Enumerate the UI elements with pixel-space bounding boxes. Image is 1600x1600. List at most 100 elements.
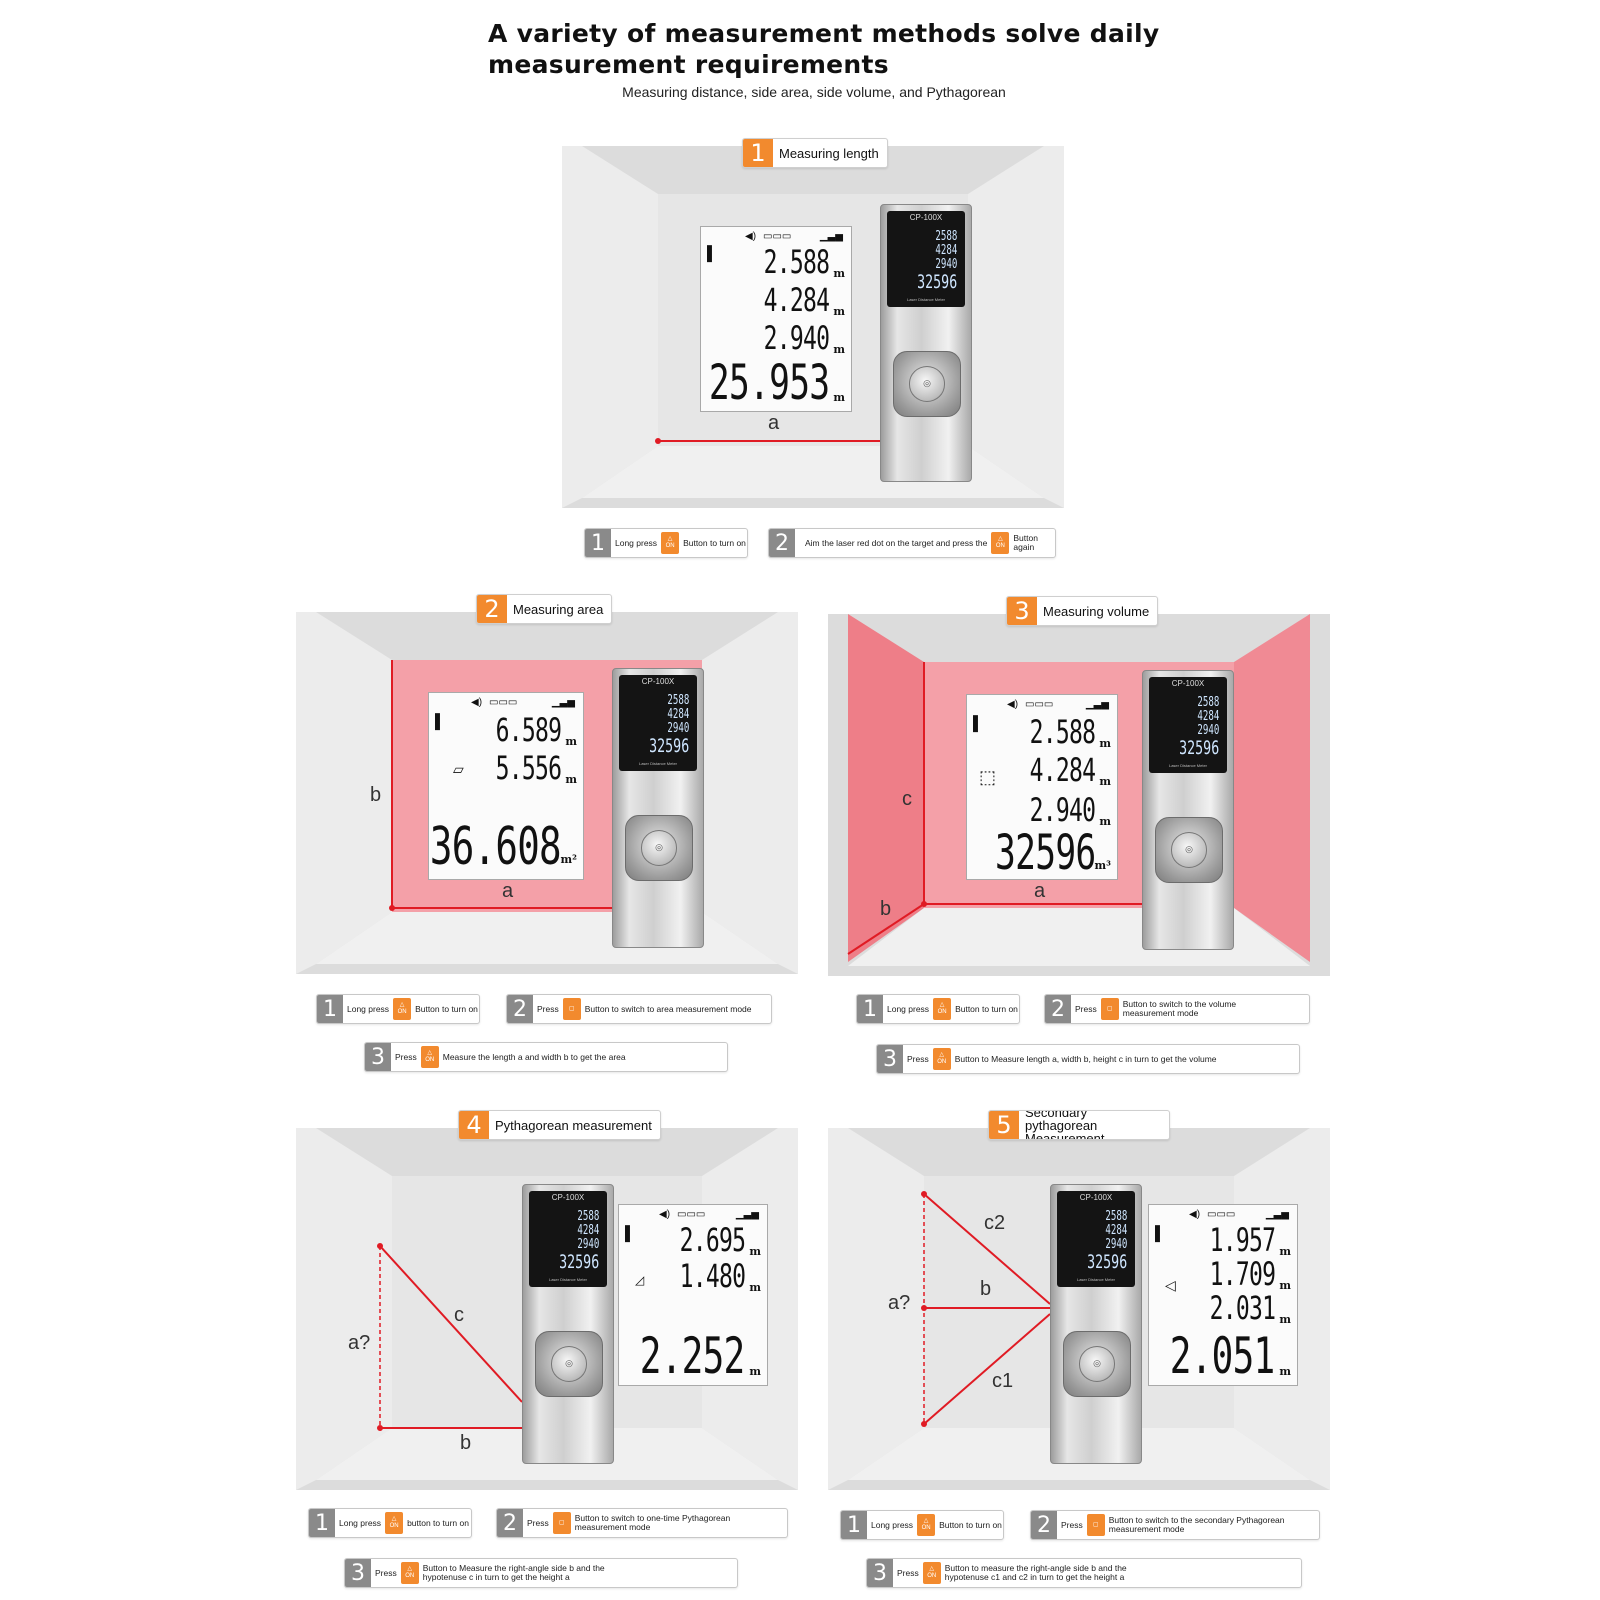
pythagorean-title-tag: 4 Pythagorean measurement — [458, 1110, 661, 1140]
measure-button[interactable]: ◎ — [1078, 1346, 1116, 1382]
secondary-reading-3: 2.031 — [1209, 1289, 1275, 1327]
pythagorean-scene: a? b c CP-100X 2588 4284 2940 32596 Lase… — [296, 1128, 798, 1490]
power-button-icon: △ON — [661, 532, 680, 554]
power-button-icon: △ON — [400, 1562, 419, 1584]
area-lcd-display: ◀) ▭▭▭ ▁▃▅ ▌ ▱ 6.589 m 5.556 m 36.608 m² — [428, 692, 584, 880]
battery-icon: ▭▭▭ — [1025, 699, 1054, 710]
mini-reading-4: 32596 — [916, 271, 957, 293]
secondary-label-a: a? — [888, 1292, 911, 1314]
secondary-lcd-display: ◀) ▭▭▭ ▁▃▅ ▌ ◁ 1.957 m 1.709 m 2.031 m 2… — [1148, 1204, 1298, 1386]
length-unit-1: m — [833, 267, 845, 280]
pythagorean-step-2: 2 Press ▢ Button to switch to one-time P… — [496, 1508, 788, 1538]
device-keypad[interactable]: ◎ — [535, 1331, 603, 1397]
volume-reading-2: 4.284 — [1029, 751, 1095, 789]
device-keypad[interactable]: ◎ — [1155, 817, 1223, 883]
reference-point-icon: ▌ — [707, 245, 717, 261]
area-unit-2: m — [565, 773, 577, 786]
length-title-number: 1 — [743, 139, 773, 167]
volume-step-1: 1 Long press △ON Button to turn on — [856, 994, 1020, 1024]
area-reading-1: 6.589 — [495, 711, 561, 749]
volume-reading-3: 2.940 — [1029, 791, 1095, 829]
secondary-label-c1: c1 — [992, 1370, 1014, 1392]
device-model: CP-100X — [909, 213, 943, 222]
area-scene: a b ◀) ▭▭▭ ▁▃▅ ▌ ▱ 6.589 m 5.556 m 36.60… — [296, 612, 798, 974]
mini-reading-3: 2940 — [935, 257, 957, 272]
secondary-title-tag: 5 Secondary pythagorean Measurement — [988, 1110, 1170, 1140]
secondary-reading-2: 1.709 — [1209, 1255, 1275, 1293]
length-device: CP-100X 2588 4284 2940 32596 Laser Dista… — [880, 204, 972, 482]
secondary-reading-1: 1.957 — [1209, 1221, 1275, 1259]
length-title-text: Measuring length — [779, 145, 879, 161]
device-keypad[interactable]: ◎ — [893, 351, 961, 417]
power-button-icon: △ON — [385, 1512, 404, 1534]
volume-reading-main: 32596 — [994, 825, 1096, 881]
length-unit-3: m — [833, 343, 845, 356]
pythagorean-reading-main: 2.252 — [640, 1327, 745, 1385]
signal-icon: ▁▃▅ — [1265, 1209, 1289, 1220]
length-step-1: 1 Long press △ON Button to turn on — [584, 528, 748, 558]
volume-title-tag: 3 Measuring volume — [1006, 596, 1159, 626]
length-laser-dot — [655, 438, 661, 444]
volume-icon: ◀) — [659, 1209, 671, 1220]
secondary-label-c2: c2 — [984, 1212, 1006, 1234]
volume-icon: ◀) — [1189, 1209, 1201, 1220]
volume-lcd-display: ◀) ▭▭▭ ▁▃▅ ▌ ⬚ 2.588 m 4.284 m 2.940 m 3… — [966, 694, 1118, 881]
volume-left-wall — [848, 614, 924, 962]
volume-label-a: a — [1034, 880, 1046, 902]
measure-button[interactable]: ◎ — [640, 830, 678, 866]
reference-point-icon: ▌ — [973, 715, 983, 731]
area-reading-main: 36.608 — [430, 817, 562, 877]
secondary-pythagorean-scene: a? b c1 c2 CP-100X 2588 4284 2940 32596 … — [828, 1128, 1330, 1490]
device-screen: CP-100X 2588 4284 2940 32596 Laser Dista… — [1057, 1191, 1135, 1287]
battery-icon: ▭▭▭ — [489, 697, 518, 708]
area-unit-main: m² — [560, 853, 577, 866]
battery-icon: ▭▭▭ — [1207, 1209, 1236, 1220]
device-footer: Laser Distance Meter — [906, 297, 945, 302]
area-step-1: 1 Long press △ON Button to turn on — [316, 994, 480, 1024]
measure-button[interactable]: ◎ — [550, 1346, 588, 1382]
length-reading-1: 2.588 — [763, 243, 829, 281]
secondary-step-3: 3 Press △ON Button to measure the right-… — [866, 1558, 1302, 1588]
length-lcd-display: ◀) ▭▭▭ ▁▃▅ ▌ 2.588 m 4.284 m 2.940 m 25.… — [700, 226, 852, 412]
pythagorean-label-c: c — [454, 1304, 464, 1326]
page-title: A variety of measurement methods solve d… — [488, 18, 1248, 80]
power-button-icon: △ON — [917, 1514, 936, 1536]
signal-icon: ▁▃▅ — [1085, 699, 1109, 710]
power-button-icon: △ON — [922, 1562, 941, 1584]
volume-scene: a b c ◀) ▭▭▭ ▁▃▅ ▌ ⬚ 2.588 m 4.284 m 2.9… — [828, 614, 1330, 976]
area-label-a: a — [502, 880, 514, 902]
signal-icon: ▁▃▅ — [819, 231, 843, 242]
area-step-3: 3 Press △ON Measure the length a and wid… — [364, 1042, 728, 1072]
secondary-device: CP-100X 2588 4284 2940 32596 Laser Dista… — [1050, 1184, 1142, 1464]
measure-button[interactable]: ◎ — [1170, 832, 1208, 868]
device-model: CP-100X — [641, 677, 675, 686]
power-button-icon: △ON — [991, 532, 1010, 554]
area-reading-2: 5.556 — [495, 749, 561, 787]
signal-icon: ▁▃▅ — [735, 1209, 759, 1220]
measure-button[interactable]: ◎ — [908, 366, 946, 402]
volume-step-3: 3 Press △ON Button to Measure length a, … — [876, 1044, 1300, 1074]
secondary-reading-main: 2.051 — [1170, 1327, 1275, 1385]
area-mode-icon: ▱ — [453, 761, 464, 777]
pythagorean-label-b: b — [460, 1432, 472, 1454]
pythagorean-reading-1: 2.695 — [679, 1221, 745, 1259]
volume-label-c: c — [902, 788, 912, 810]
page-title-line-1: A variety of measurement methods solve d… — [488, 19, 1160, 48]
pythagorean-step-3: 3 Press △ON Button to Measure the right-… — [344, 1558, 738, 1588]
device-screen: CP-100X 2588 4284 2940 32596 Laser Dista… — [619, 675, 697, 771]
mini-reading-2: 4284 — [935, 243, 957, 258]
length-label-a: a — [768, 412, 780, 434]
device-keypad[interactable]: ◎ — [1063, 1331, 1131, 1397]
pythagorean-device: CP-100X 2588 4284 2940 32596 Laser Dista… — [522, 1184, 614, 1464]
length-unit-main: m — [833, 391, 845, 404]
page-subtitle: Measuring distance, side area, side volu… — [622, 84, 1006, 100]
length-reading-2: 4.284 — [763, 281, 829, 319]
device-keypad[interactable]: ◎ — [625, 815, 693, 881]
secondary-step-1: 1 Long press △ON Button to turn on — [840, 1510, 1004, 1540]
device-screen: CP-100X 2588 4284 2940 32596 Laser Dista… — [887, 211, 965, 307]
volume-device: CP-100X 2588 4284 2940 32596 Laser Dista… — [1142, 670, 1234, 950]
area-device: CP-100X 2588 4284 2940 32596 Laser Dista… — [612, 668, 704, 948]
volume-step-2: 2 Press ▢ Button to switch to the volume… — [1044, 994, 1310, 1024]
mode-button-icon: ▢ — [1086, 1514, 1105, 1536]
pythagorean-label-a: a? — [348, 1332, 371, 1354]
